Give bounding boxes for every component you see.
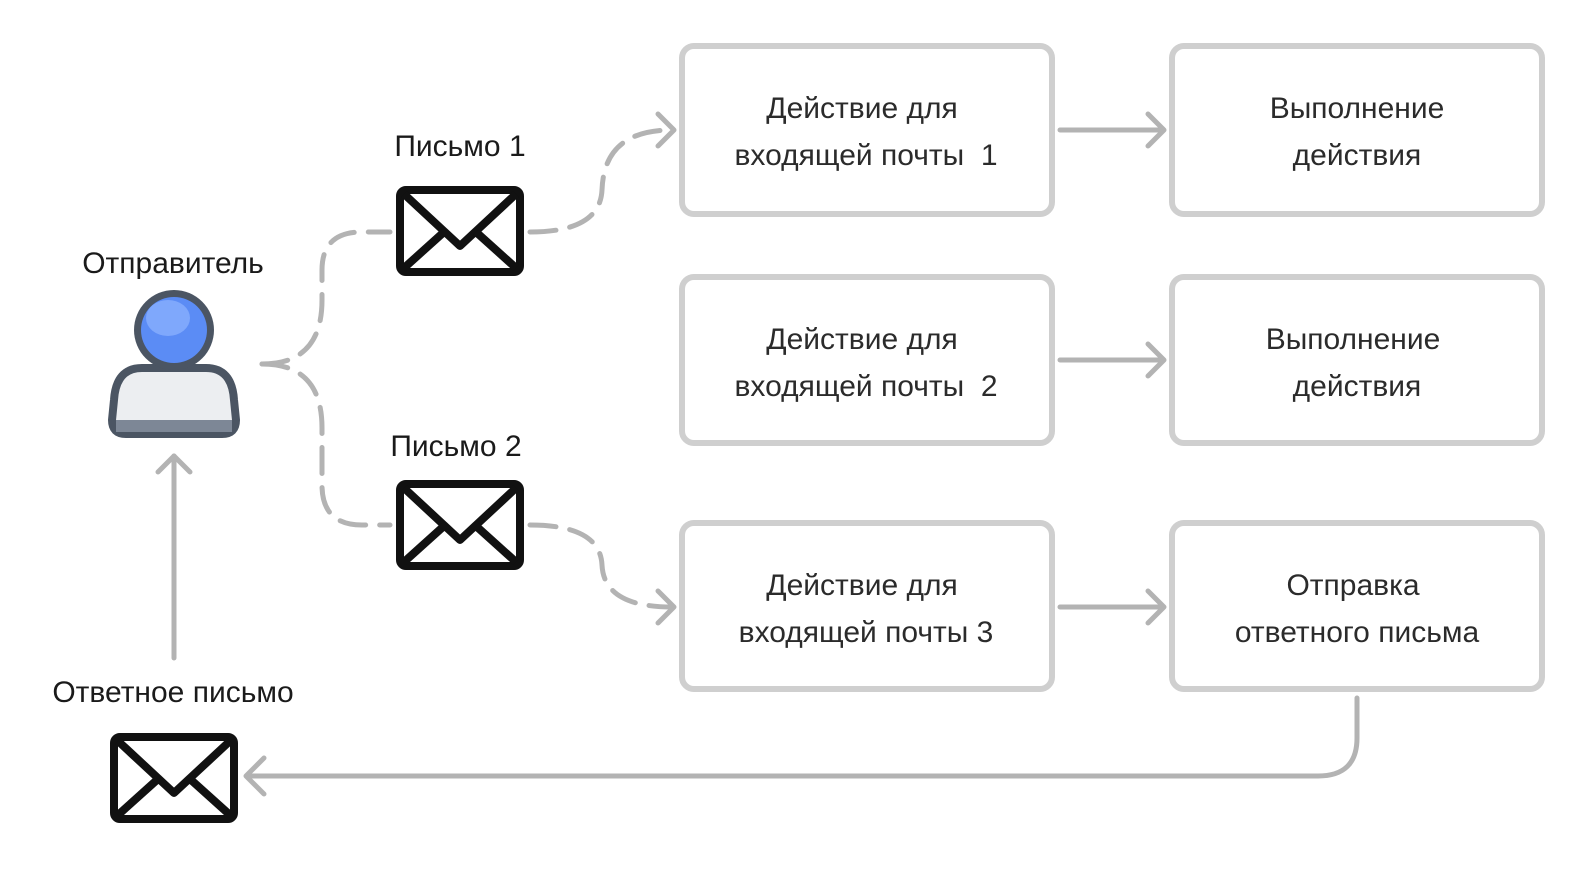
rule-3-line1: Действие для — [766, 569, 957, 602]
reply-connector — [155, 453, 1360, 797]
reply-letter-node: Ответное письмо — [52, 676, 294, 823]
result-2-line1: Выполнение — [1266, 323, 1441, 356]
rule-box-3: Действие для входящей почты 3 — [679, 520, 1055, 692]
rule-box-1: Действие для входящей почты 1 — [679, 43, 1055, 217]
arrow-reply-to-envelope — [245, 695, 1360, 779]
connector-sender-to-letter1 — [259, 229, 393, 367]
result-2-line2: действия — [1293, 370, 1422, 403]
result-3-line1: Отправка — [1286, 569, 1419, 602]
envelope-icon — [396, 480, 524, 570]
letter2-label: Письмо 2 — [390, 430, 521, 463]
sender-node: Отправитель — [82, 247, 264, 438]
arrowhead-rule3 — [655, 588, 677, 626]
reply-letter-label: Ответное письмо — [52, 676, 293, 709]
rule-3-line2: входящей почты 3 — [739, 616, 994, 649]
dashed-connectors — [259, 111, 677, 626]
result-3-line2: ответного письма — [1235, 616, 1480, 649]
envelope-icon — [396, 186, 524, 276]
result-box-2: Выполнение действия — [1169, 274, 1545, 446]
connector-letter1-to-rule1 — [527, 127, 675, 235]
result-box-3: Отправка ответного письма — [1169, 520, 1545, 692]
result-box-1: Выполнение действия — [1169, 43, 1545, 217]
result-1-line2: действия — [1293, 139, 1422, 172]
connector-sender-to-letter2 — [259, 361, 393, 528]
connector-letter2-to-rule3 — [527, 522, 675, 610]
rule-2-line1: Действие для — [766, 323, 957, 356]
envelope-icon — [110, 733, 238, 823]
result-1-line1: Выполнение — [1270, 92, 1445, 125]
letter1-node: Письмо 1 — [394, 130, 526, 276]
solid-connectors — [1057, 111, 1167, 626]
rule-box-2: Действие для входящей почты 2 — [679, 274, 1055, 446]
letter2-node: Письмо 2 — [390, 430, 524, 570]
rule-1-line1: Действие для — [766, 92, 957, 125]
arrowhead-rule1 — [655, 111, 677, 149]
letter1-label: Письмо 1 — [394, 130, 525, 163]
sender-label: Отправитель — [82, 247, 264, 280]
rule-2-line2: входящей почты 2 — [734, 370, 997, 403]
rule-1-line2: входящей почты 1 — [734, 139, 997, 172]
user-icon — [108, 290, 240, 438]
